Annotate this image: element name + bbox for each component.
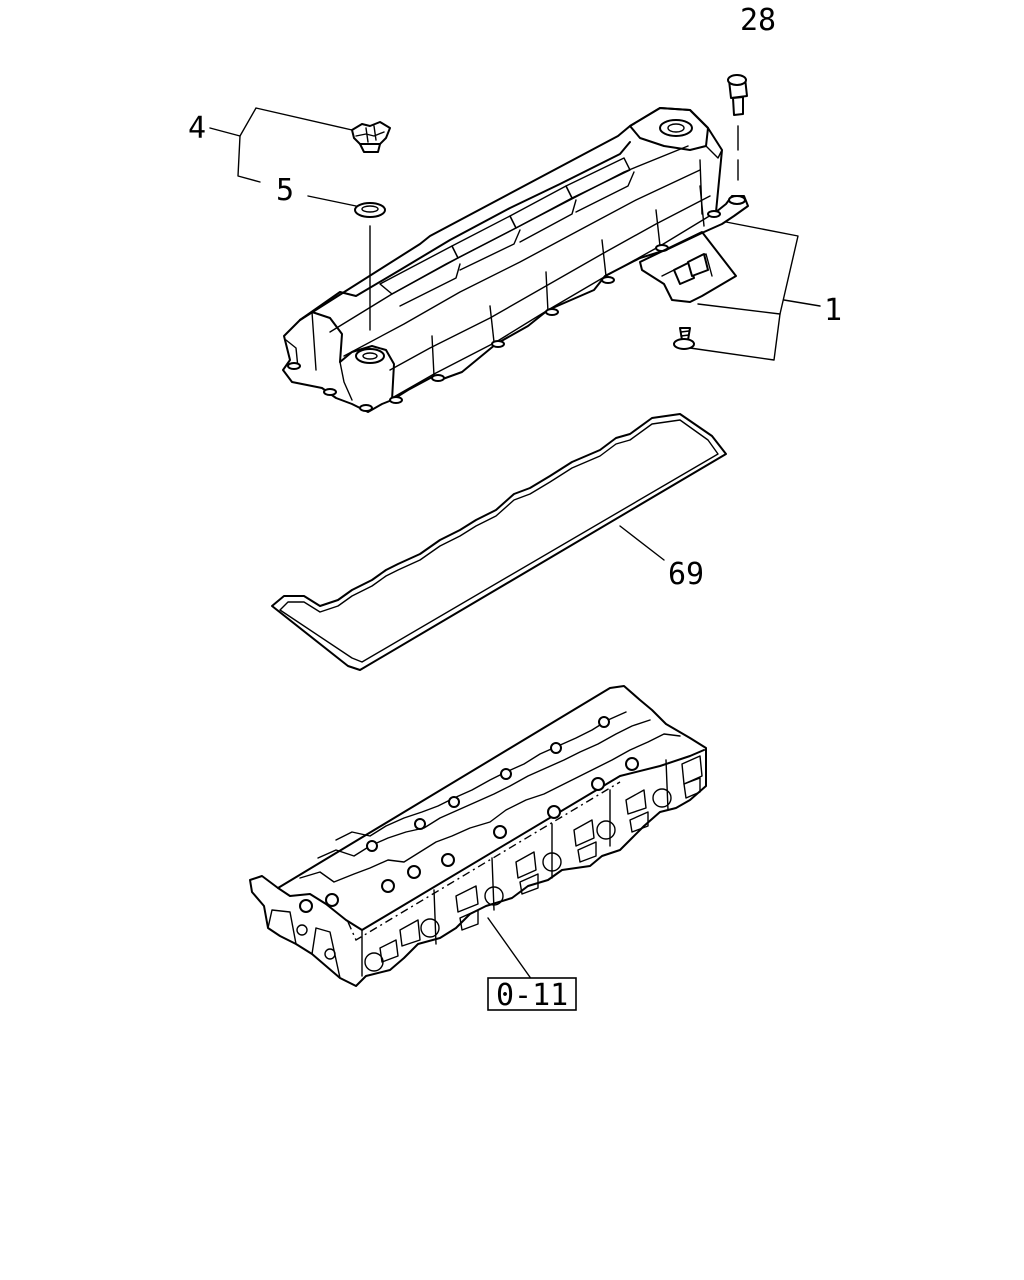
- cylinder-head-ref[interactable]: [249, 685, 707, 987]
- bolt-part-28[interactable]: [727, 74, 748, 181]
- seal-ring-part-5[interactable]: [354, 202, 386, 331]
- leader-lines: [209, 107, 821, 981]
- reference-box-label: 0-11: [496, 978, 568, 1013]
- callout-28: 28: [740, 3, 776, 38]
- callout-5: 5: [276, 173, 294, 208]
- gasket-part-69[interactable]: [271, 413, 727, 671]
- reference-box[interactable]: 0-11: [487, 977, 577, 1013]
- callout-69: 69: [668, 557, 704, 592]
- oil-cap-part-4[interactable]: [351, 121, 391, 153]
- screw-part-1[interactable]: [673, 327, 695, 350]
- callout-4: 4: [188, 111, 206, 146]
- callout-1: 1: [824, 293, 842, 328]
- head-cover-part-1[interactable]: [282, 107, 749, 413]
